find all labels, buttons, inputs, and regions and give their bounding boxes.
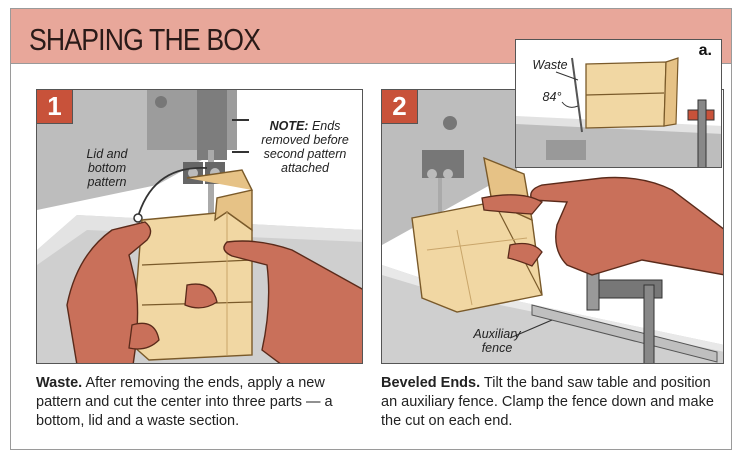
caption-step-1-title: Waste. bbox=[36, 375, 83, 391]
caption-step-2-title: Beveled Ends. bbox=[381, 375, 481, 391]
step-badge-1: 1 bbox=[37, 90, 73, 124]
panel-step-1: 1 Lid and bottom pattern NOTE: Ends remo… bbox=[36, 89, 363, 364]
caption-step-2: Beveled Ends. Tilt the band saw table an… bbox=[381, 374, 716, 431]
page-title: SHAPING THE BOX bbox=[29, 22, 261, 57]
inset-angle-label: 84° bbox=[542, 90, 562, 104]
inset-a: Waste 84° a. bbox=[515, 39, 722, 168]
illustration-waste-cut bbox=[37, 90, 362, 363]
callout-lid-bottom-pattern-text: Lid and bottom pattern bbox=[86, 147, 128, 189]
caption-step-2-text: Tilt the band saw table and position an … bbox=[381, 375, 714, 429]
caption-step-1: Waste. After removing the ends, apply a … bbox=[36, 374, 366, 431]
inset-waste-label: Waste bbox=[532, 58, 568, 72]
callout-auxiliary-fence: Auxiliary fence bbox=[462, 327, 532, 355]
note-text: Ends removed before second pattern attac… bbox=[261, 119, 349, 175]
callout-note: NOTE: Ends removed before second pattern… bbox=[249, 119, 361, 175]
illustration-beveled-ends bbox=[382, 90, 723, 363]
inset-bevel-detail bbox=[516, 40, 721, 167]
callout-auxiliary-fence-text: Auxiliary fence bbox=[473, 327, 521, 355]
note-label: NOTE: bbox=[269, 119, 309, 133]
step-badge-2: 2 bbox=[382, 90, 418, 124]
title-banner: SHAPING THE BOX bbox=[10, 8, 732, 64]
caption-step-1-text: After removing the ends, apply a new pat… bbox=[36, 375, 333, 429]
inset-letter: a. bbox=[698, 42, 712, 59]
callout-lid-bottom-pattern: Lid and bottom pattern bbox=[75, 147, 139, 189]
